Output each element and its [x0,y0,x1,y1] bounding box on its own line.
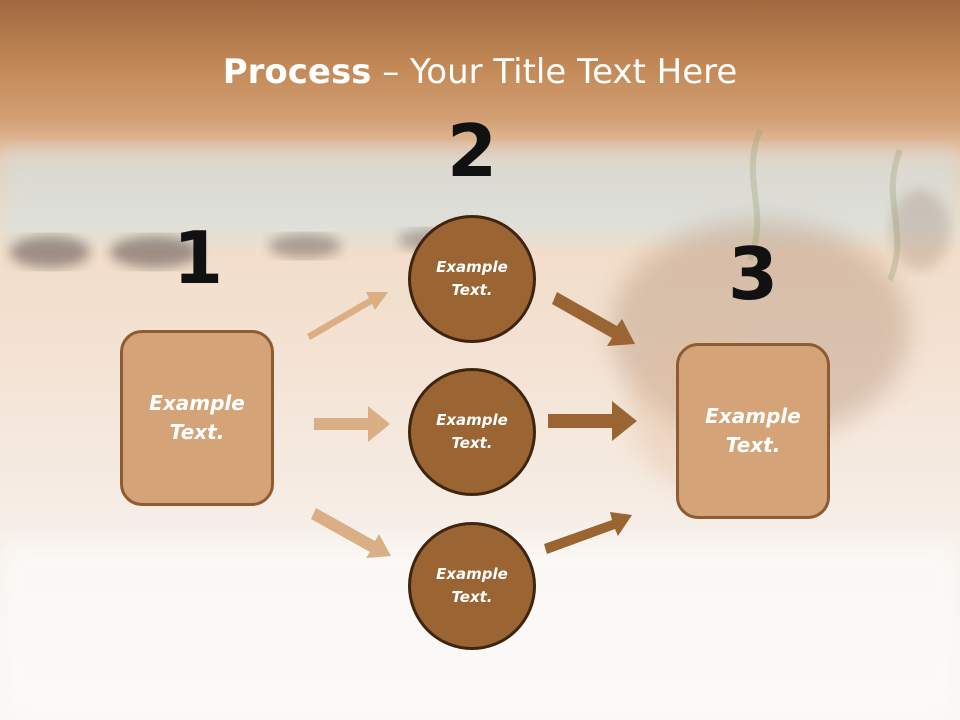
circle-bottom-label: Example Text. [427,563,517,609]
step-2-circle-top: Example Text. [408,215,536,343]
step-3-label-line2: Text. [725,433,781,457]
step-number-2: 2 [446,109,498,193]
slide-title: Process – Your Title Text Here [0,52,960,92]
step-number-1: 1 [172,216,224,300]
circle-middle-label: Example Text. [427,409,517,455]
step-1-box: Example Text. [120,330,274,506]
circle-top-label-line2: Text. [451,281,493,299]
step-3-label: Example Text. [703,402,803,460]
step-2-circle-middle: Example Text. [408,368,536,496]
arrow-middle-to-3-icon [548,401,637,441]
arrow-1-to-bottom-icon [311,508,391,558]
step-1-label-line1: Example [149,391,245,415]
step-3-box: Example Text. [676,343,830,519]
arrow-top-to-3-icon [552,292,635,346]
circle-top-label: Example Text. [427,256,517,302]
circle-middle-label-line1: Example [436,411,508,429]
circle-bottom-label-line1: Example [436,565,508,583]
step-3-label-line1: Example [705,404,801,428]
circle-middle-label-line2: Text. [451,434,493,452]
title-rest: – Your Title Text Here [371,52,738,92]
arrow-1-to-top-icon [307,292,388,340]
circle-bottom-label-line2: Text. [451,588,493,606]
step-2-circle-bottom: Example Text. [408,522,536,650]
step-number-3: 3 [727,232,779,316]
step-1-label: Example Text. [147,389,247,447]
circle-top-label-line1: Example [436,258,508,276]
step-1-label-line2: Text. [169,420,225,444]
title-bold: Process [222,52,372,92]
arrow-bottom-to-3-icon [544,512,632,554]
arrow-1-to-middle-icon [314,406,390,442]
